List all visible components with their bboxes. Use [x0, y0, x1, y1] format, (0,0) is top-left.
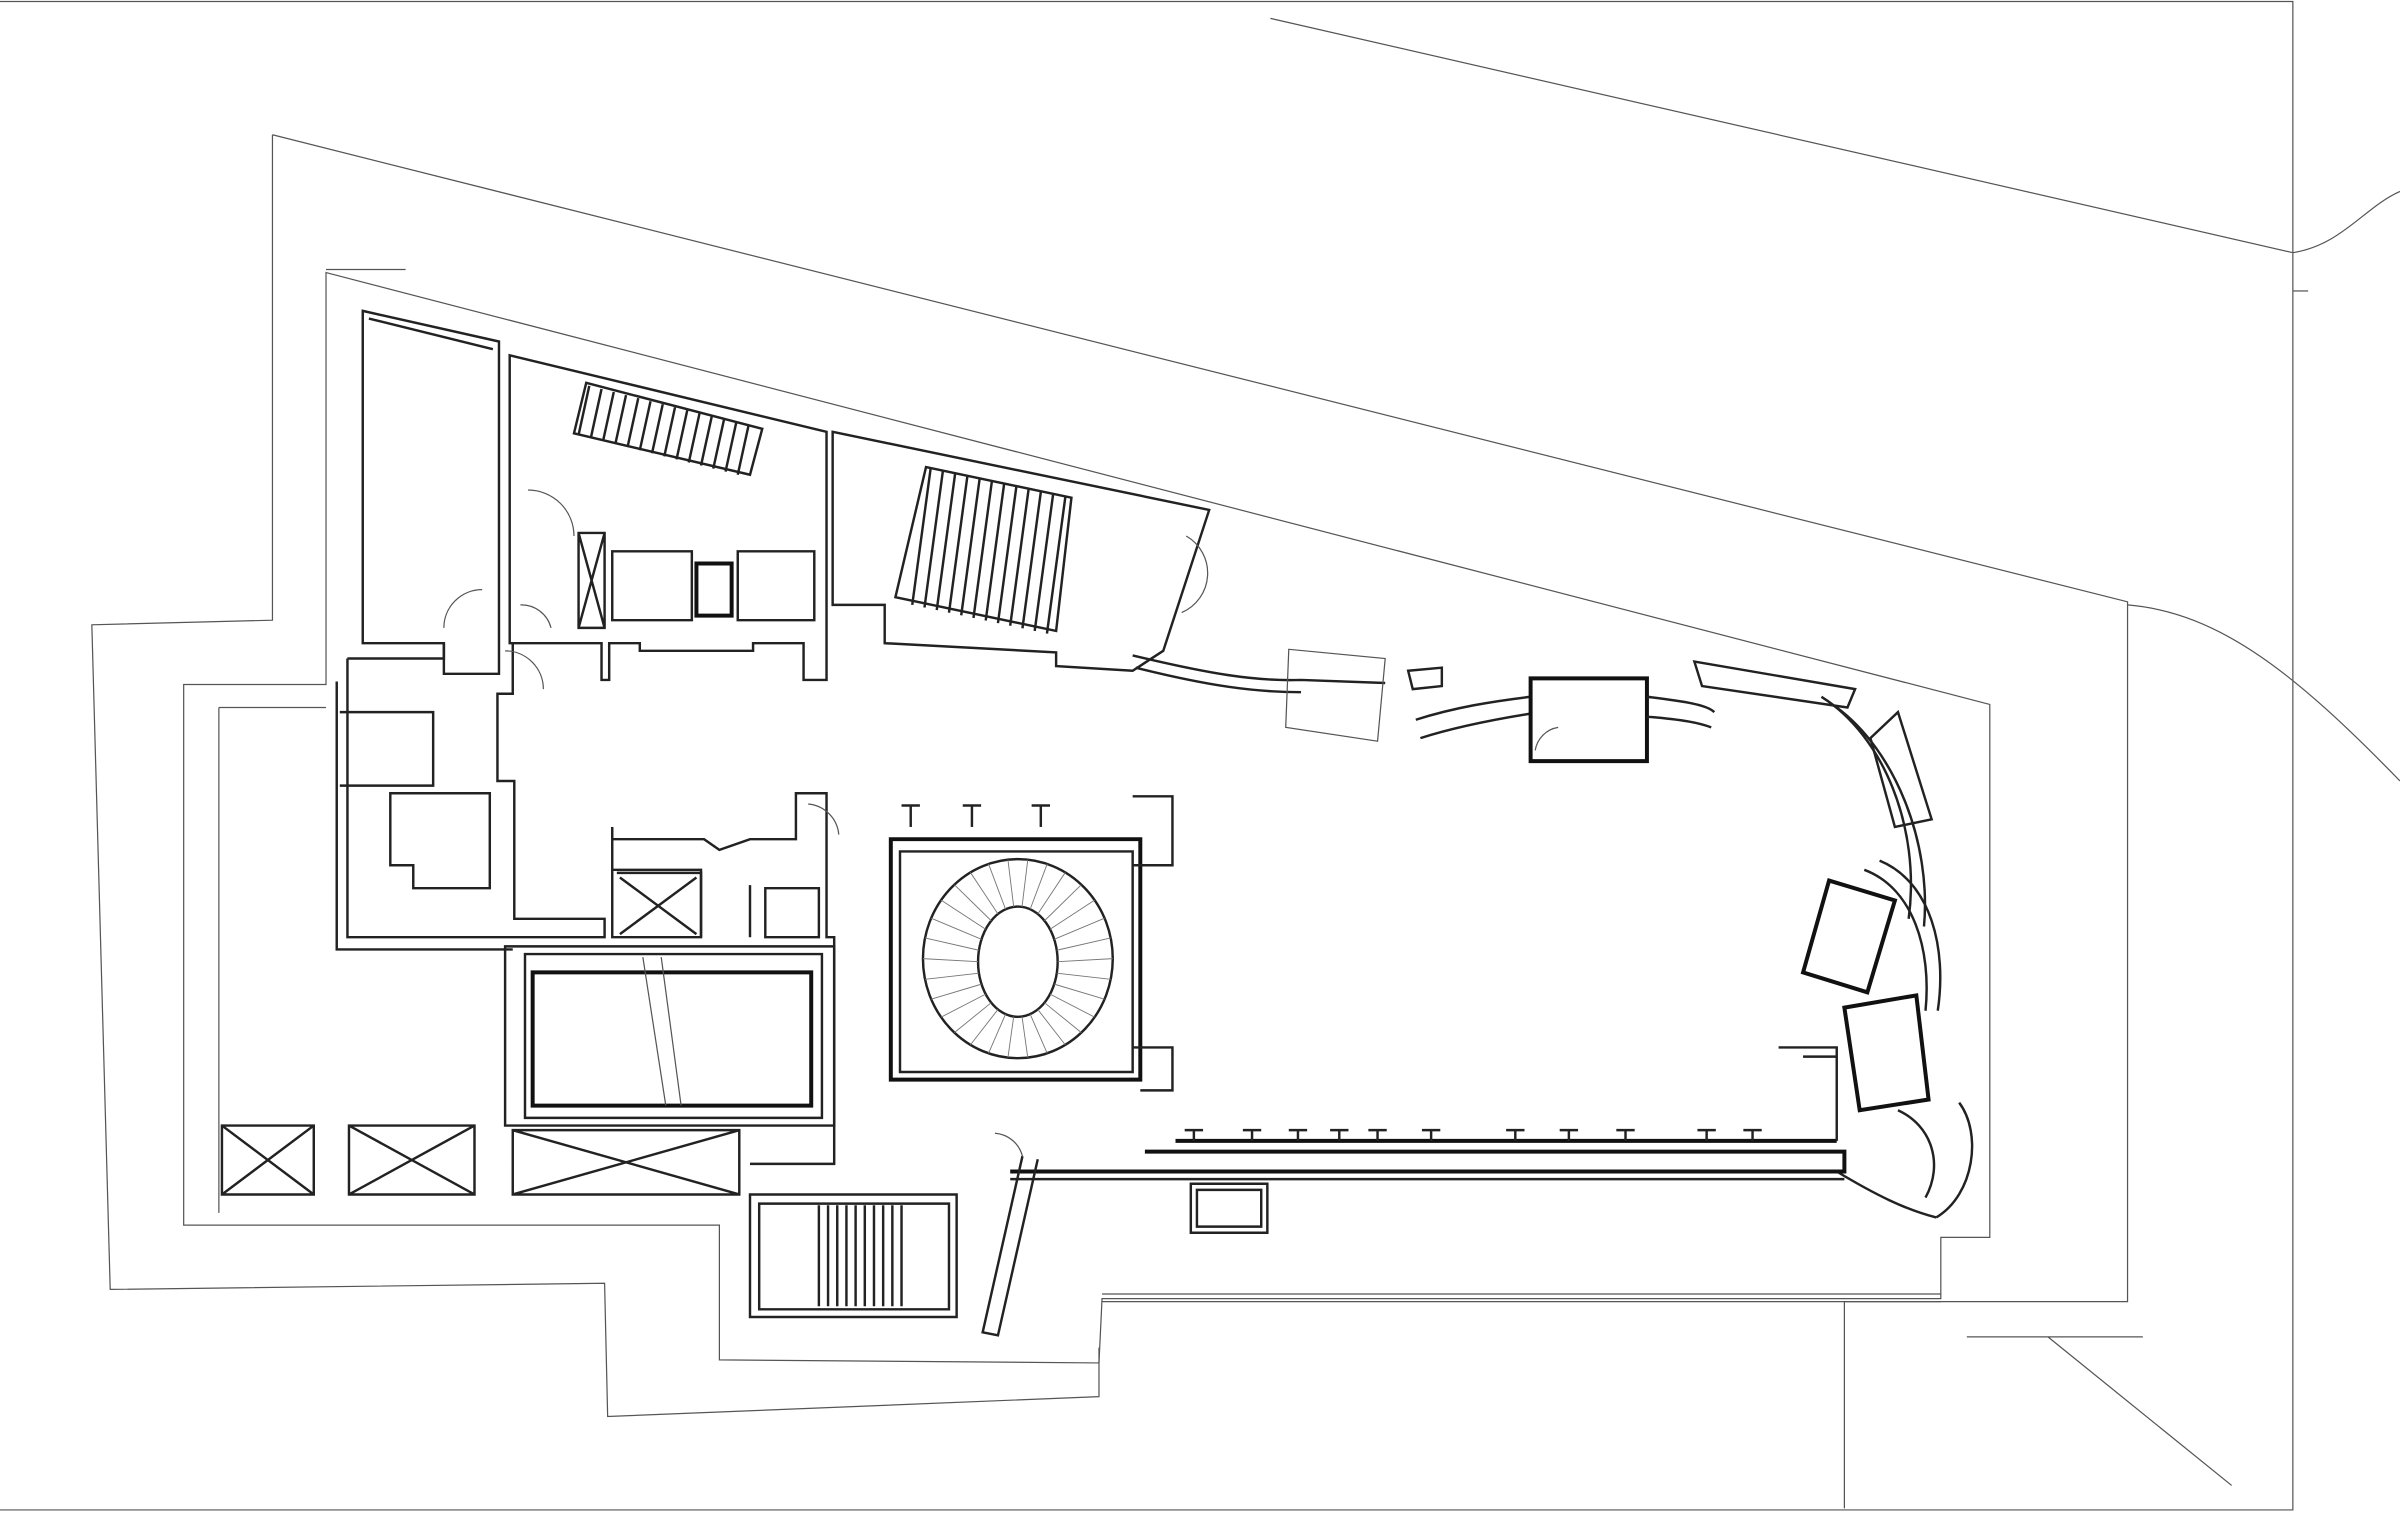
stair-tread	[1057, 958, 1113, 963]
stair-tread	[1029, 1013, 1048, 1054]
stair-tread	[1033, 494, 1055, 632]
stair-tread	[626, 397, 640, 448]
stair-tread	[972, 481, 994, 619]
stair-tread	[911, 468, 932, 606]
stair-tread	[663, 407, 677, 457]
stair-tread	[687, 413, 701, 463]
stair-tread	[988, 1013, 1006, 1054]
spiral-stair-treads	[922, 859, 1113, 1058]
stair-tread	[1056, 937, 1111, 951]
stair-tread	[954, 1002, 992, 1033]
building-outline	[183, 268, 1991, 1364]
stair-tread	[1037, 872, 1066, 915]
stair-tread	[947, 476, 969, 613]
stair-tread	[1044, 1002, 1082, 1033]
stair-tread	[940, 899, 986, 930]
stair-tread	[954, 884, 992, 922]
stair-tread	[1021, 859, 1029, 907]
stair-tread	[724, 422, 738, 472]
service-rooms	[220, 309, 1211, 1196]
stair-tread	[1054, 917, 1105, 940]
lift-cores	[577, 531, 816, 630]
stair-tread	[736, 425, 750, 475]
sheet-frame	[0, 0, 2294, 1511]
door-swings	[443, 489, 1559, 1157]
stair-tread	[1029, 863, 1048, 910]
stair-tread	[1021, 1016, 1029, 1058]
stair-tread	[1007, 1016, 1015, 1058]
stair-tread	[960, 478, 981, 616]
stair-tread	[675, 410, 689, 460]
stair-tread	[1037, 1009, 1066, 1046]
stair-tread	[940, 993, 986, 1018]
stair-tread	[1049, 993, 1095, 1018]
stair-tread	[970, 1009, 999, 1046]
stair-tread	[1008, 489, 1030, 626]
gallery-curved-wall	[1132, 648, 1974, 1219]
stair-tread	[984, 484, 1006, 621]
stair-tread	[1044, 884, 1082, 922]
stair-tread	[924, 972, 979, 980]
stair-tread	[935, 473, 957, 611]
stair-tread	[996, 486, 1018, 624]
stair-tread	[1054, 983, 1105, 1000]
stair-tread	[1021, 491, 1043, 629]
stair-tread	[970, 872, 999, 915]
stair-tread	[614, 394, 628, 445]
stair-flight-upper-right	[911, 468, 1067, 634]
site-boundary	[91, 134, 2129, 1509]
stair-tread	[988, 863, 1006, 910]
stair-tread	[577, 385, 591, 436]
front-facade	[748, 804, 1941, 1337]
stair-tread	[1007, 859, 1015, 907]
street-edge-lines	[1270, 17, 2400, 1486]
stair-tread	[924, 937, 980, 951]
stair-tread	[650, 404, 664, 454]
stair-tread	[922, 958, 979, 963]
stair-tread	[1045, 497, 1067, 634]
straight-stairs	[572, 381, 1073, 1307]
stair-tread	[930, 917, 982, 940]
stair-tread	[638, 400, 652, 451]
stair-tread	[923, 471, 945, 608]
stair-tread	[1049, 899, 1095, 930]
facade-piers	[901, 804, 1762, 1141]
stair-tread	[589, 388, 603, 439]
spiral-stair	[888, 795, 1174, 1092]
stair-flight-lower	[817, 1205, 903, 1307]
stair-tread	[1056, 972, 1111, 980]
stair-tread	[712, 419, 726, 469]
stair-tread	[699, 416, 713, 466]
stair-flight-upper-left	[577, 385, 750, 475]
stair-tread	[601, 391, 615, 442]
stair-tread	[931, 983, 982, 1000]
